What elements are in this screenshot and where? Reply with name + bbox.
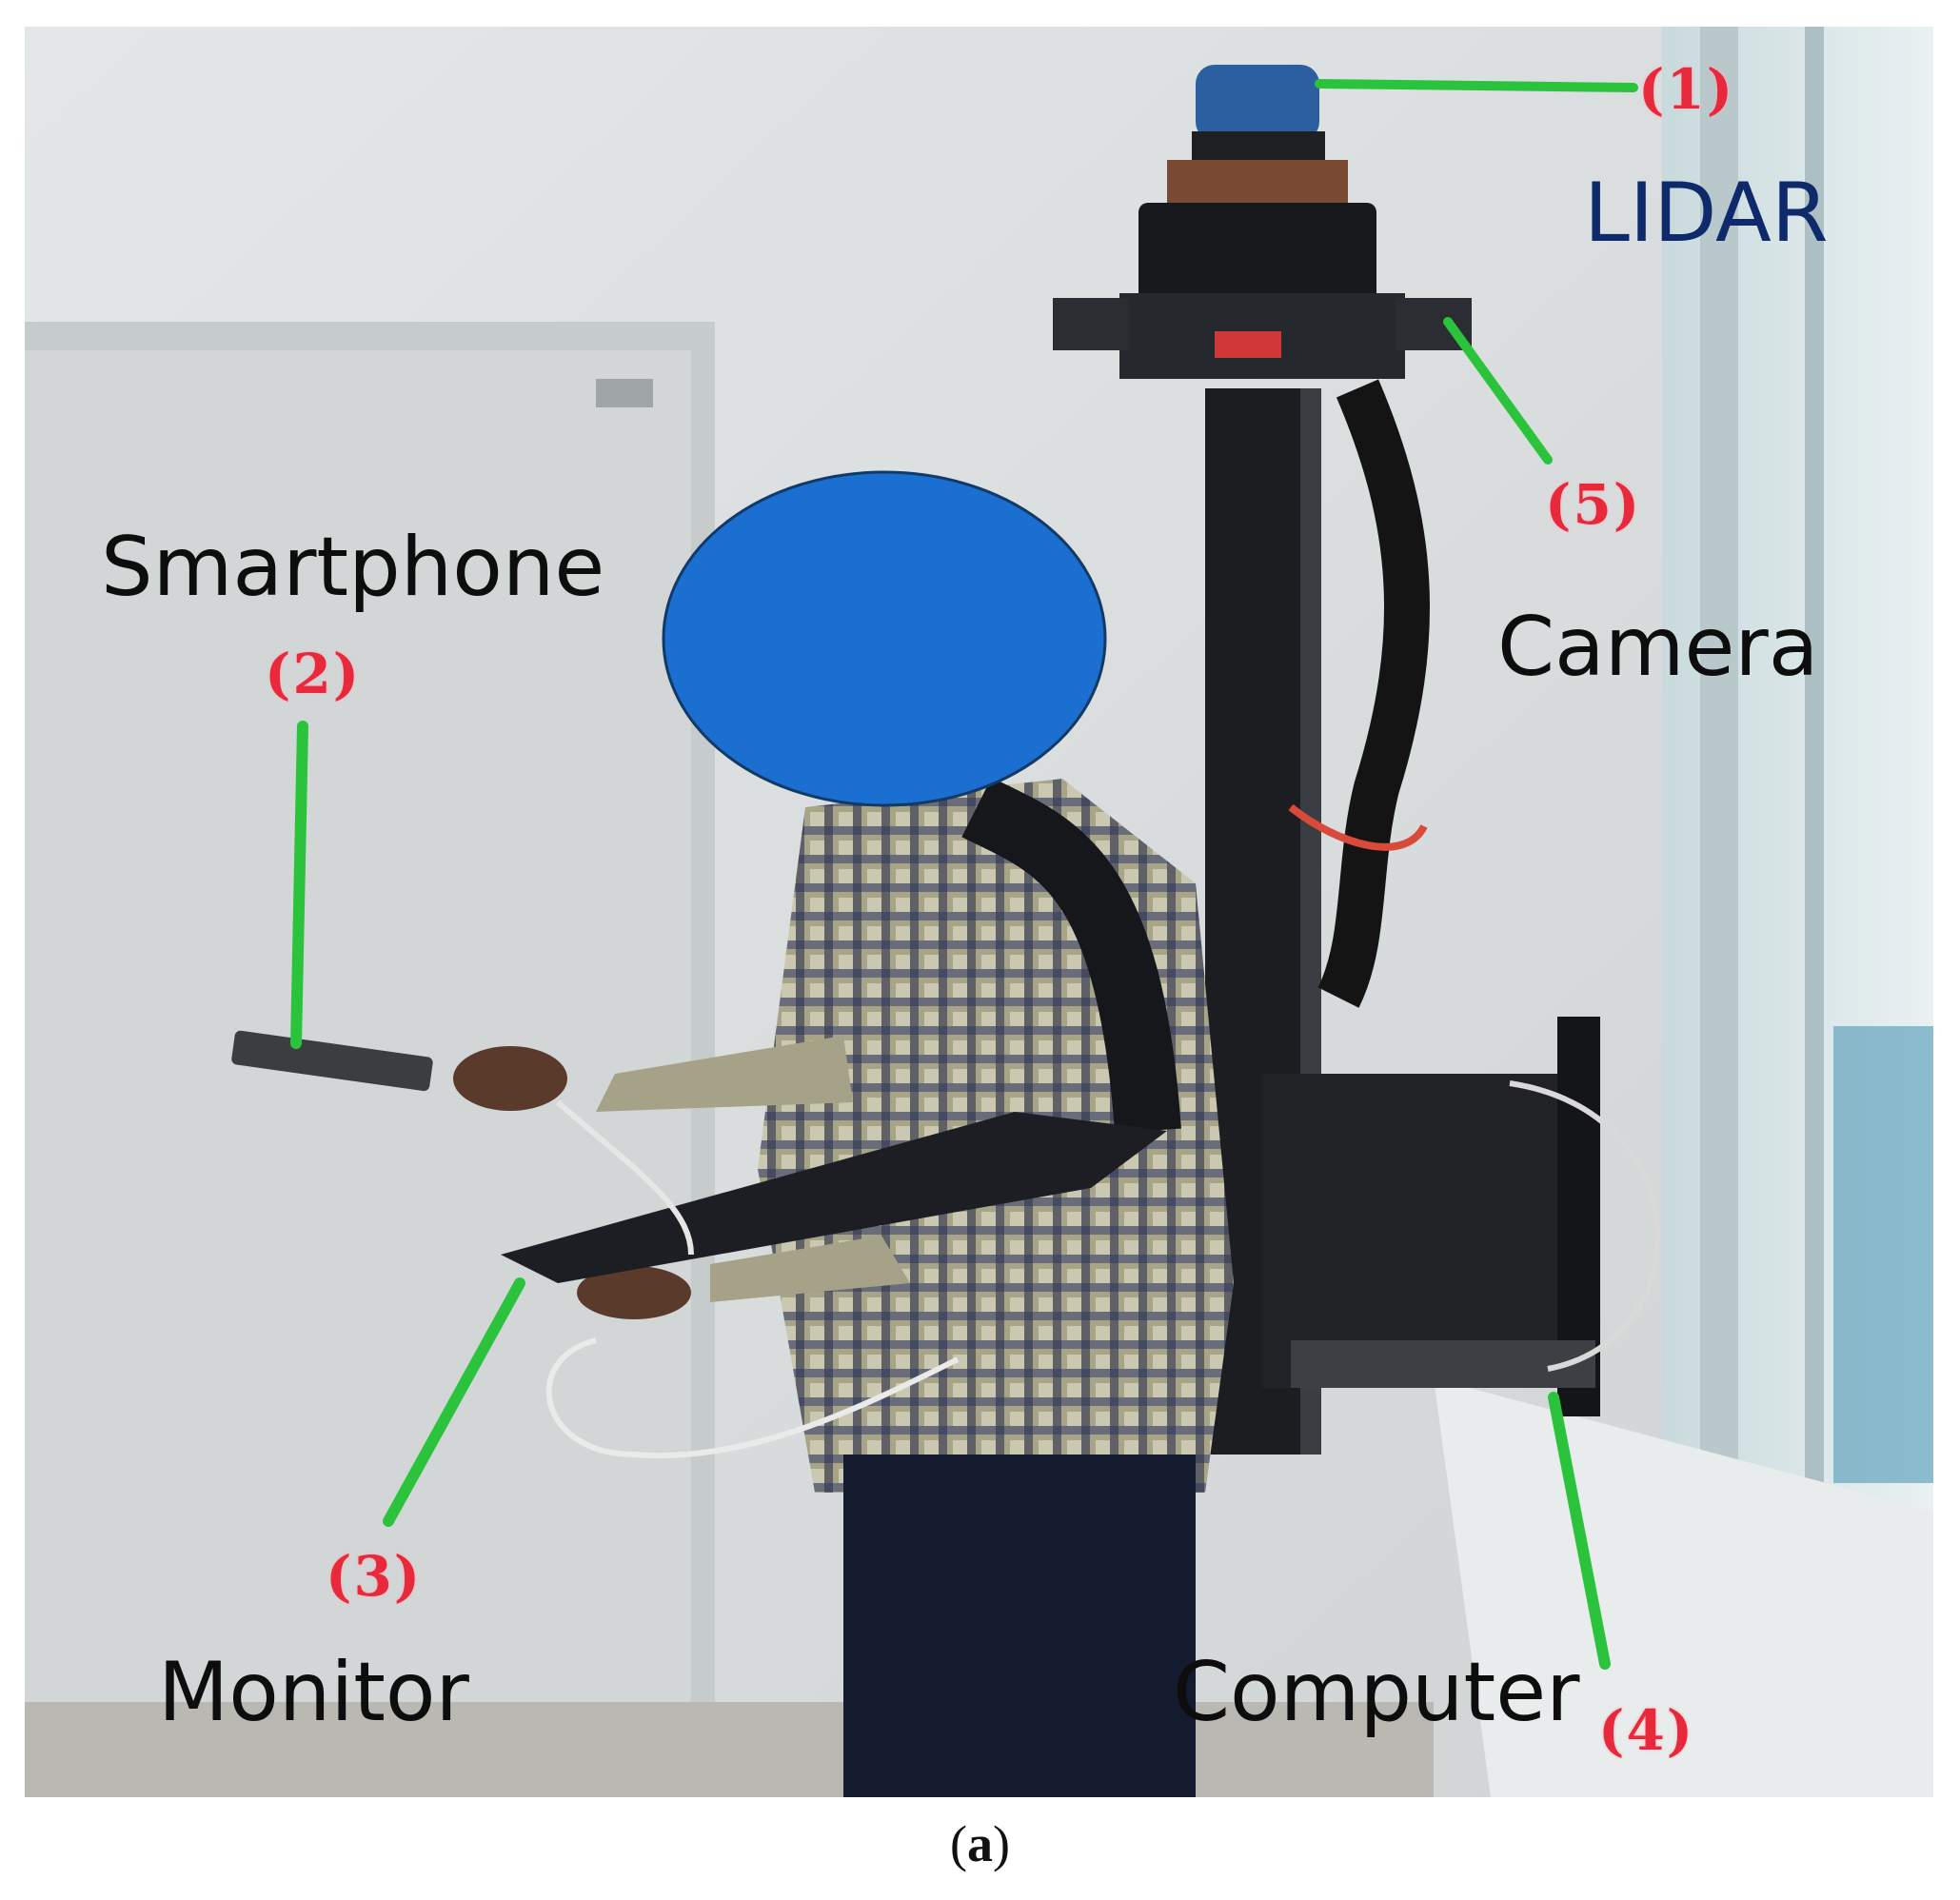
- label-lidar: LIDAR: [1584, 166, 1829, 261]
- callout-line-camera: [1443, 317, 1553, 465]
- number-smartphone: (2): [265, 642, 362, 706]
- monitor-device: [501, 1112, 1167, 1283]
- callout-line-lidar: [1315, 79, 1638, 92]
- caption-letter: a: [967, 1815, 993, 1872]
- caption-close: ): [993, 1815, 1010, 1872]
- figure-caption: (a): [0, 1814, 1960, 1873]
- computer-frame: [1262, 1074, 1586, 1388]
- label-camera: Camera: [1497, 600, 1819, 695]
- label-computer: Computer: [1173, 1645, 1580, 1740]
- callout-line-smartphone: [290, 721, 308, 1049]
- label-monitor: Monitor: [158, 1645, 469, 1740]
- photo: (1) LIDAR (5) Camera Smartphone (2) (3) …: [25, 27, 1933, 1797]
- smartphone-device: [231, 1030, 433, 1092]
- number-lidar: (1): [1638, 57, 1735, 122]
- callout-line-monitor: [383, 1277, 525, 1527]
- callout-line-computer: [1548, 1392, 1611, 1670]
- number-monitor: (3): [326, 1544, 423, 1609]
- person-pants: [843, 1455, 1196, 1797]
- caption-open: (: [950, 1815, 967, 1872]
- lidar-device: [1196, 65, 1319, 141]
- label-smartphone: Smartphone: [101, 520, 605, 615]
- number-computer: (4): [1598, 1698, 1695, 1763]
- backpack-scene: [25, 27, 1933, 1797]
- camera-left: [1053, 298, 1129, 350]
- number-camera: (5): [1545, 472, 1642, 537]
- face-mask: [662, 470, 1107, 807]
